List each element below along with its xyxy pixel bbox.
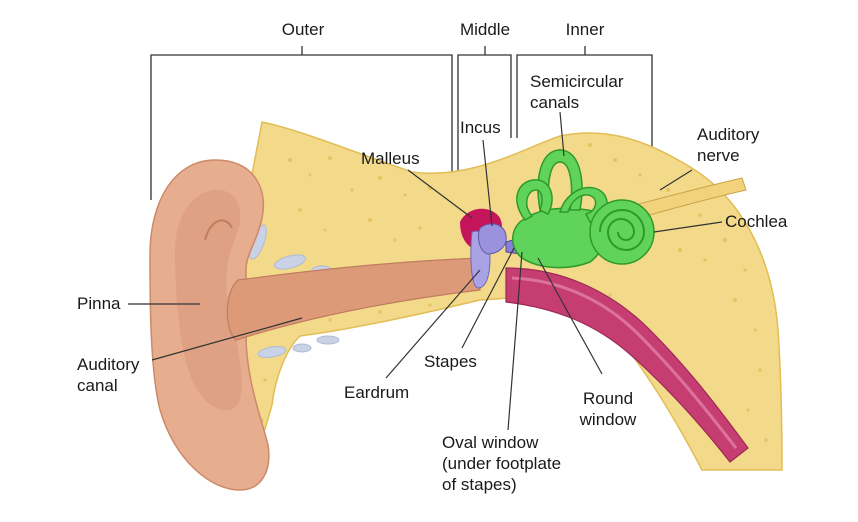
incus-shape bbox=[477, 223, 507, 255]
leader-semicircular bbox=[559, 111, 565, 157]
label-stapes: Stapes bbox=[424, 352, 477, 371]
inner-bracket bbox=[516, 46, 653, 160]
leader-cochlea bbox=[653, 221, 723, 233]
outer-bracket bbox=[150, 46, 453, 200]
section-label-outer: Outer bbox=[281, 20, 325, 39]
pinna-shape bbox=[149, 159, 270, 491]
leader-oval-window bbox=[507, 251, 523, 431]
label-semicircular-line1: Semicircular bbox=[530, 72, 624, 91]
label-malleus: Malleus bbox=[361, 149, 420, 168]
leader-auditory-canal bbox=[151, 317, 303, 361]
label-semicircular-line2: canals bbox=[530, 93, 580, 112]
leader-auditory-nerve bbox=[659, 169, 693, 191]
label-round-window-line2: window bbox=[579, 410, 637, 429]
label-round-window-line1: Round bbox=[582, 389, 634, 408]
label-oval-window-line2: (under footplate bbox=[442, 454, 562, 473]
label-auditory-nerve: Auditory nerve bbox=[697, 124, 759, 166]
label-auditory-canal-line2: canal bbox=[77, 376, 118, 395]
auditory-canal-shape bbox=[226, 257, 481, 341]
label-incus: Incus bbox=[460, 118, 501, 137]
eustachian-tube bbox=[505, 267, 749, 463]
label-oval-window-line1: Oval window bbox=[442, 433, 539, 452]
label-auditory-nerve-line1: Auditory bbox=[697, 125, 760, 144]
label-auditory-canal-line1: Auditory bbox=[77, 355, 140, 374]
label-round-window: Round window bbox=[568, 388, 648, 430]
label-oval-window: Oval window (under footplate of stapes) bbox=[442, 432, 561, 495]
leader-stapes bbox=[461, 247, 515, 349]
leader-incus bbox=[482, 139, 493, 227]
label-pinna: Pinna bbox=[77, 294, 121, 313]
semicircular-canal-vertical bbox=[537, 149, 583, 211]
label-semicircular-canals: Semicircular canals bbox=[530, 71, 624, 113]
label-auditory-canal: Auditory canal bbox=[77, 354, 139, 396]
leader-eardrum bbox=[385, 269, 481, 379]
semicircular-canal-posterior bbox=[516, 179, 553, 221]
leader-malleus bbox=[407, 169, 473, 219]
section-label-middle: Middle bbox=[459, 20, 511, 39]
label-eardrum: Eardrum bbox=[344, 383, 410, 402]
leader-round-window bbox=[537, 257, 603, 375]
label-cochlea: Cochlea bbox=[725, 212, 788, 231]
section-label-inner: Inner bbox=[565, 20, 605, 39]
middle-bracket bbox=[457, 46, 512, 200]
label-auditory-nerve-line2: nerve bbox=[697, 146, 740, 165]
label-oval-window-line3: of stapes) bbox=[442, 475, 517, 494]
